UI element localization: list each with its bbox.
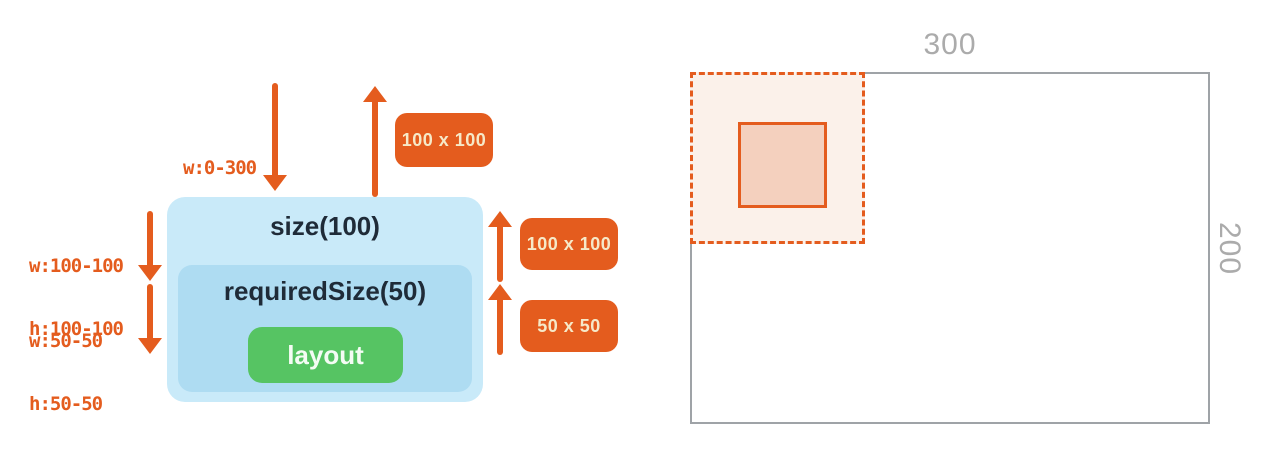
reported-size-up-arrow-icon <box>363 86 387 197</box>
arrow-stem <box>497 297 503 355</box>
required-size-result-badge: 50 x 50 <box>520 300 618 352</box>
incoming-constraints-down-arrow-icon <box>263 83 287 191</box>
required-size-modifier-box: requiredSize(50) layout <box>178 265 472 392</box>
size-constraints-height: h:100-100 <box>29 318 124 340</box>
size-constraints-width: w:100-100 <box>29 255 124 277</box>
parent-width-label: 300 <box>923 28 977 61</box>
size-constraints-label: w:100-100 h:100-100 <box>29 214 124 382</box>
arrow-stem <box>147 211 153 268</box>
size-constraints-down-arrow-icon <box>138 211 162 281</box>
reported-size-badge: 100 x 100 <box>395 113 493 167</box>
size-result-up-arrow-icon <box>488 211 512 282</box>
arrow-head <box>138 265 162 281</box>
required-size-constraints-label: w:50-50 h:50-50 <box>29 289 103 457</box>
arrow-head <box>488 211 512 227</box>
arrow-head <box>488 284 512 300</box>
arrow-stem <box>272 83 278 178</box>
required-size-constraints-height: h:50-50 <box>29 393 103 415</box>
incoming-constraints-width: w:0-300 <box>183 157 257 179</box>
arrow-stem <box>497 224 503 282</box>
size-modifier-label: size(100) <box>270 211 380 241</box>
required-size-constraints-width: w:50-50 <box>29 330 103 352</box>
size-result-badge: 100 x 100 <box>520 218 618 270</box>
size-modifier-box: size(100) requiredSize(50) layout <box>167 197 483 402</box>
parent-bounds-rect <box>690 72 1210 424</box>
parent-height-label: 200 <box>1213 222 1246 276</box>
required-size-constraints-down-arrow-icon <box>138 284 162 354</box>
layout-node-label: layout <box>287 339 364 370</box>
required-size-result-up-arrow-icon <box>488 284 512 355</box>
layout-node-box: layout <box>248 327 403 383</box>
reported-size-dashed-box <box>690 72 865 244</box>
arrow-head <box>138 338 162 354</box>
arrow-head <box>263 175 287 191</box>
arrow-stem <box>372 99 378 197</box>
arrow-head <box>363 86 387 102</box>
arrow-stem <box>147 284 153 341</box>
actual-content-square <box>738 122 827 208</box>
required-size-modifier-label: requiredSize(50) <box>223 276 427 306</box>
